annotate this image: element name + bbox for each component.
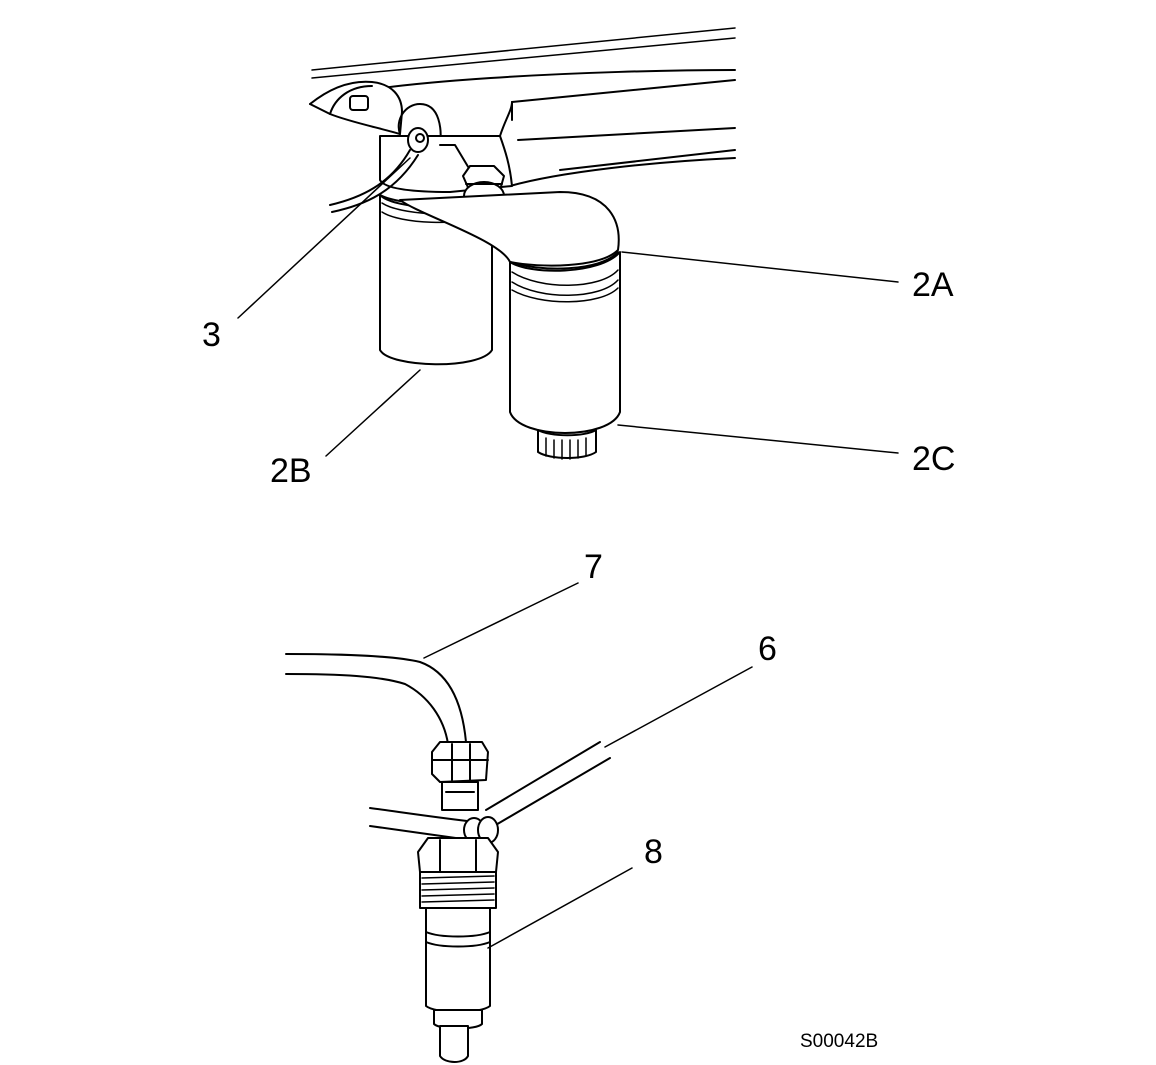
fuel-pipe [285,653,467,745]
injector-body [425,907,491,1013]
callout-7: 7 [584,548,603,586]
leader-line-2a [621,251,899,283]
bracket-square-hole [349,95,369,111]
figure-code: S00042B [800,1031,878,1052]
callout-2b: 2B [270,452,312,490]
callout-6: 6 [758,630,777,668]
filter-head-arm [399,191,620,270]
leader-line-2b [325,369,421,457]
leader-line-7 [423,582,579,659]
filter-canister-2a [509,251,621,434]
injector-neck [441,781,479,811]
fuel-filter-assembly: 2A 2C 2B 3 [202,27,955,490]
injector-hex-nut [417,837,499,873]
water-drain-valve [537,429,597,460]
injector-nozzle [433,1009,483,1063]
leak-off-pipe [369,741,611,844]
callout-8: 8 [644,833,663,871]
leader-line-3 [237,157,411,319]
injector-threaded-body [419,871,497,909]
leader-line-2c [617,424,899,454]
leader-line-8 [487,867,633,949]
injector-assembly: 7 6 8 [285,548,777,1063]
callout-2c: 2C [912,440,955,478]
callout-3: 3 [202,316,221,354]
leader-line-6 [604,666,753,748]
pipe-union-nut [431,741,489,783]
mounting-bracket [309,80,442,146]
sensor-wire [329,127,429,213]
callout-2a: 2A [912,266,954,304]
